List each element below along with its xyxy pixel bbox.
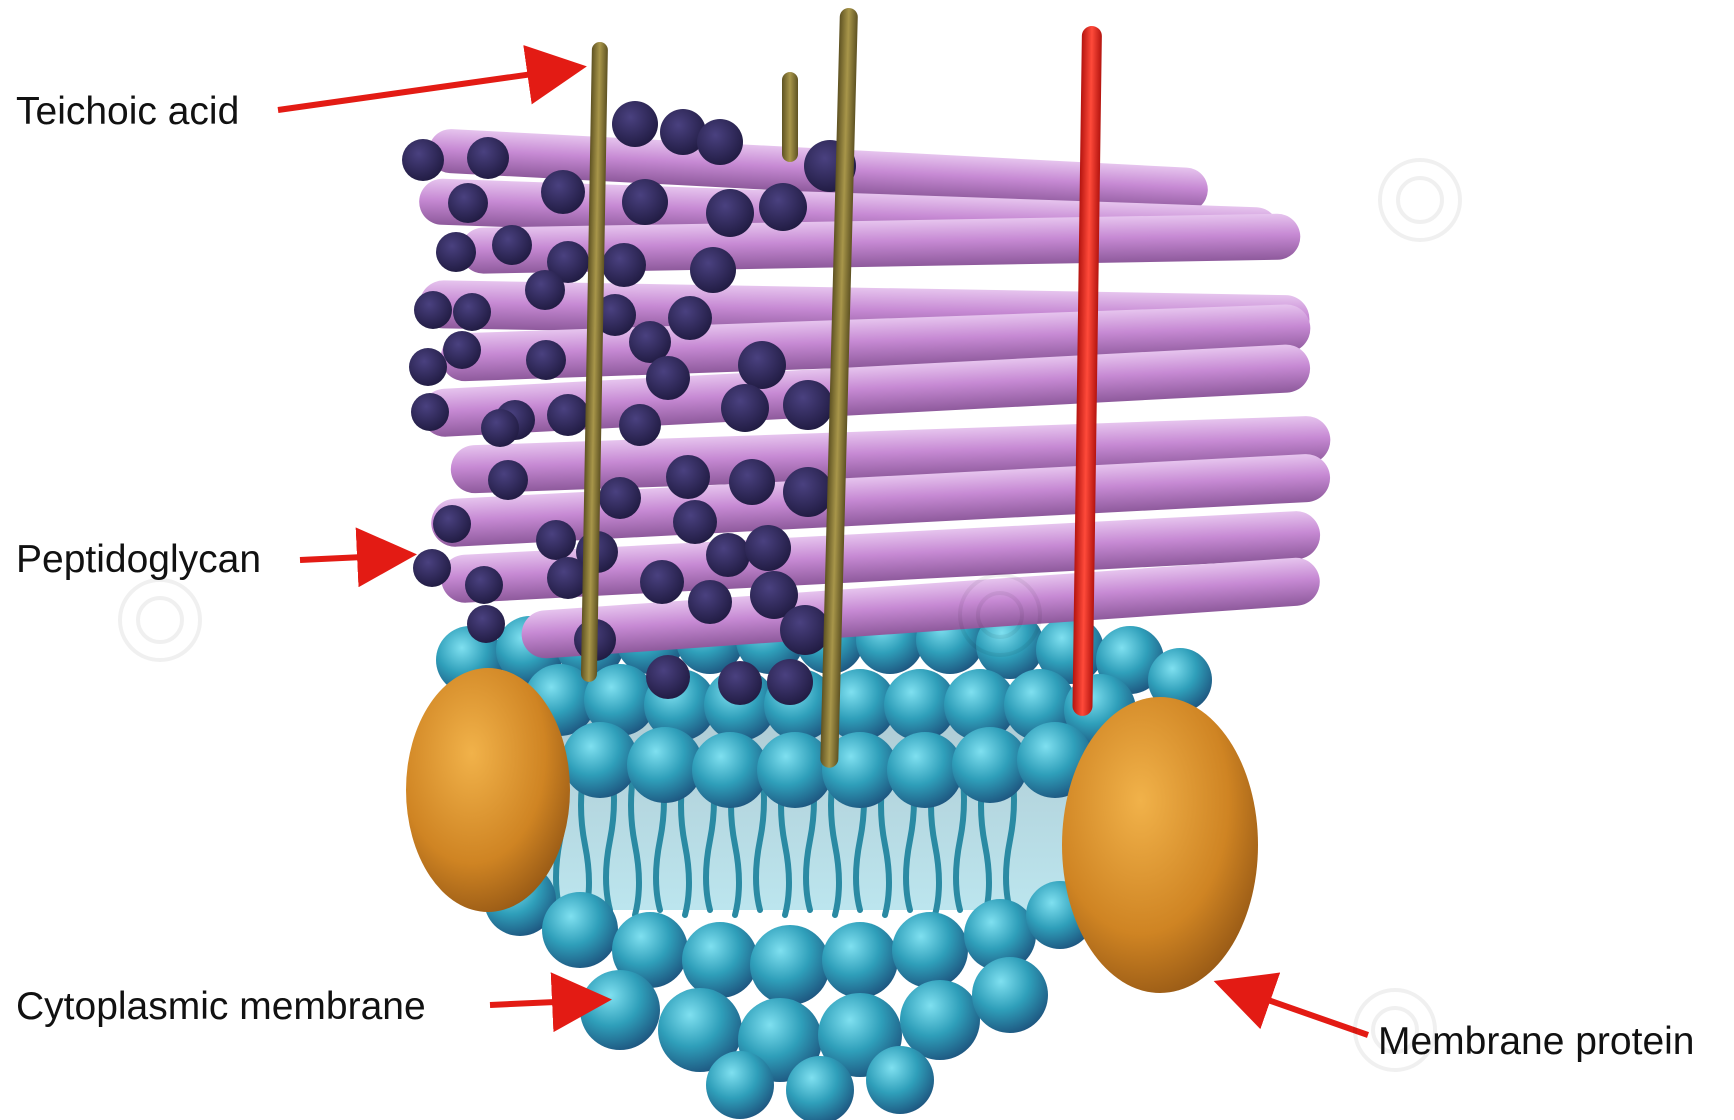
- arrow-teichoic-acid: [278, 68, 575, 110]
- label-peptidoglycan: Peptidoglycan: [16, 540, 261, 579]
- arrow-peptidoglycan: [300, 555, 405, 560]
- label-membrane-protein: Membrane protein: [1378, 1022, 1695, 1061]
- label-teichoic-acid: Teichoic acid: [16, 92, 239, 131]
- label-cytoplasmic-membrane: Cytoplasmic membrane: [16, 987, 426, 1026]
- peptidoglycan-layer: [402, 101, 1331, 705]
- arrow-membrane-protein: [1225, 985, 1368, 1035]
- membrane-protein-right: [1062, 697, 1258, 993]
- membrane-protein-left: [406, 668, 570, 912]
